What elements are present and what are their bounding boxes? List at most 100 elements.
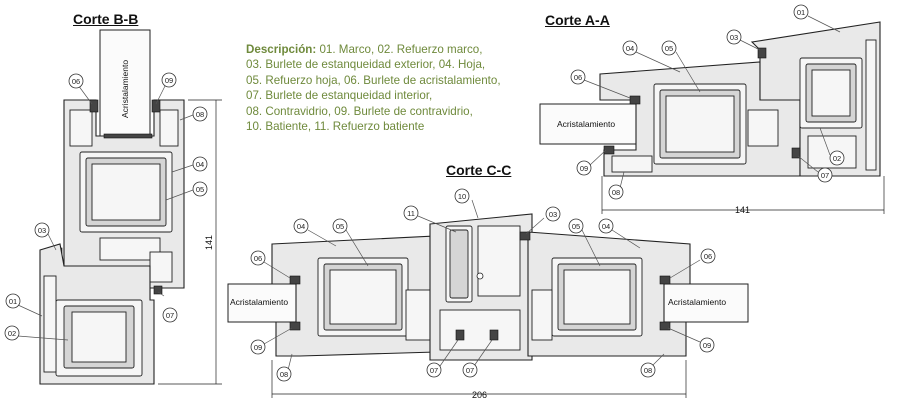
aa-callout-06: 06 <box>570 69 586 85</box>
cc-left-bead-gasket <box>289 321 301 331</box>
cc-callout-10: 10 <box>454 188 470 204</box>
cc-leader-06-left <box>263 261 291 279</box>
bb-callout-05: 05 <box>192 181 208 197</box>
cc-leader-09-right <box>667 327 701 343</box>
aa-glazing-pane <box>539 103 639 145</box>
cc-inner-seal-gasket-right <box>489 329 499 341</box>
bb-frame-outer-chamber <box>43 275 57 373</box>
aa-inner-seal-gasket <box>791 147 801 159</box>
bb-glazing-pane <box>99 29 151 139</box>
cc-callout-04-left: 04 <box>293 218 309 234</box>
bb-sash-small-chamber-right <box>159 109 179 147</box>
aa-leader-02 <box>819 127 831 156</box>
legend-description: Descripción: 01. Marco, 02. Refuerzo mar… <box>246 42 546 134</box>
svg-text:06: 06 <box>72 77 80 86</box>
cc-outer-seal-gasket <box>519 231 531 241</box>
cc-callout-08-right: 08 <box>640 362 656 378</box>
cc-callout-07-left: 07 <box>426 362 442 378</box>
svg-text:10: 10 <box>458 192 466 201</box>
bb-leader-01 <box>17 304 43 317</box>
bb-leader-09 <box>155 83 167 105</box>
title-corte-bb: Corte B-B <box>73 11 139 27</box>
bb-leader-02 <box>17 335 69 341</box>
cc-leader-07-left <box>439 339 459 367</box>
cc-right-sash-inner-chamber <box>563 269 631 325</box>
aa-callout-09: 09 <box>576 160 592 176</box>
svg-text:07: 07 <box>166 311 174 320</box>
aa-leader-01 <box>807 15 841 33</box>
svg-text:02: 02 <box>833 154 841 163</box>
cc-glazing-pane-left <box>227 283 297 323</box>
bb-callout-03: 03 <box>34 222 50 238</box>
aa-callout-08: 08 <box>608 184 624 200</box>
aa-sash-inner-chamber <box>665 95 735 153</box>
section-aa: Acristalamiento 141 <box>539 21 885 215</box>
svg-text:08: 08 <box>196 110 204 119</box>
cc-mullion-reinforcement <box>449 229 469 299</box>
cc-leader-04-left <box>307 229 337 247</box>
svg-text:06: 06 <box>704 252 712 261</box>
aa-width-value: 141 <box>735 205 750 215</box>
aa-callout-07: 07 <box>817 167 833 183</box>
bb-leader-04 <box>171 164 194 173</box>
svg-text:04: 04 <box>297 222 305 231</box>
cc-callout-06-right: 06 <box>700 248 716 264</box>
bb-leader-07 <box>157 291 165 297</box>
aa-bead-chamber <box>611 155 653 173</box>
bb-inner-seal-gasket <box>153 285 163 295</box>
aa-leader-08 <box>619 171 625 189</box>
svg-text:02: 02 <box>8 329 16 338</box>
bb-sash-inner-chamber <box>91 163 161 221</box>
cc-right-glazing-gasket <box>659 275 671 285</box>
cc-mullion-screw <box>476 272 484 280</box>
svg-text:04: 04 <box>626 44 634 53</box>
svg-text:05: 05 <box>336 222 344 231</box>
aa-frame-outer-chamber <box>865 39 877 171</box>
cc-leader-04-right <box>611 229 641 249</box>
aa-leader-07 <box>797 155 819 173</box>
bb-callout-07: 07 <box>162 307 178 323</box>
section-bb: Acristalamiento <box>39 29 222 385</box>
cc-left-glazing-gasket <box>289 275 301 285</box>
svg-text:07: 07 <box>430 366 438 375</box>
cc-glazing-label-right: Acristalamiento <box>668 297 726 307</box>
aa-glazing-label: Acristalamiento <box>557 119 615 129</box>
cc-leader-08-left <box>287 353 293 371</box>
aa-leader-06 <box>583 79 631 99</box>
bb-glass-spacer <box>103 133 153 139</box>
svg-text:09: 09 <box>165 76 173 85</box>
bb-callout-06: 06 <box>68 73 84 89</box>
svg-text:08: 08 <box>644 366 652 375</box>
aa-leader-05 <box>675 51 701 93</box>
bb-leader-06 <box>77 84 93 105</box>
cc-leader-06-right <box>669 259 701 279</box>
cc-leader-10 <box>471 199 479 219</box>
cc-leader-11 <box>417 215 457 233</box>
cc-leader-09-left <box>263 327 293 345</box>
cc-right-sash-step-chamber <box>531 289 553 341</box>
bb-sash-lower-chamber <box>99 237 161 261</box>
aa-sash-step-chamber <box>747 109 779 147</box>
cc-leader-03 <box>525 217 545 235</box>
bb-height-value: 141 <box>204 235 214 250</box>
bb-callouts: 06 09 08 04 05 03 07 01 02 <box>4 72 208 341</box>
svg-text:08: 08 <box>280 370 288 379</box>
bb-sash-small-chamber-left <box>69 109 93 147</box>
bb-callout-02: 02 <box>4 325 20 341</box>
aa-frame-inner-chamber <box>811 69 851 117</box>
svg-text:05: 05 <box>196 185 204 194</box>
bb-callout-04: 04 <box>192 156 208 172</box>
bb-bead-gasket <box>151 99 161 113</box>
svg-text:09: 09 <box>703 341 711 350</box>
cc-inner-seal-gasket-left <box>455 329 465 341</box>
legend-line-5: 08. Contravidrio, 09. Burlete de contrav… <box>246 104 473 118</box>
cc-width-value: 206 <box>472 390 487 400</box>
bb-callout-08: 08 <box>192 106 208 122</box>
aa-callout-03: 03 <box>726 29 742 45</box>
svg-text:05: 05 <box>572 222 580 231</box>
cc-callout-09-right: 09 <box>699 337 715 353</box>
aa-leader-09 <box>589 149 607 166</box>
cc-right-bead-gasket <box>659 321 671 331</box>
